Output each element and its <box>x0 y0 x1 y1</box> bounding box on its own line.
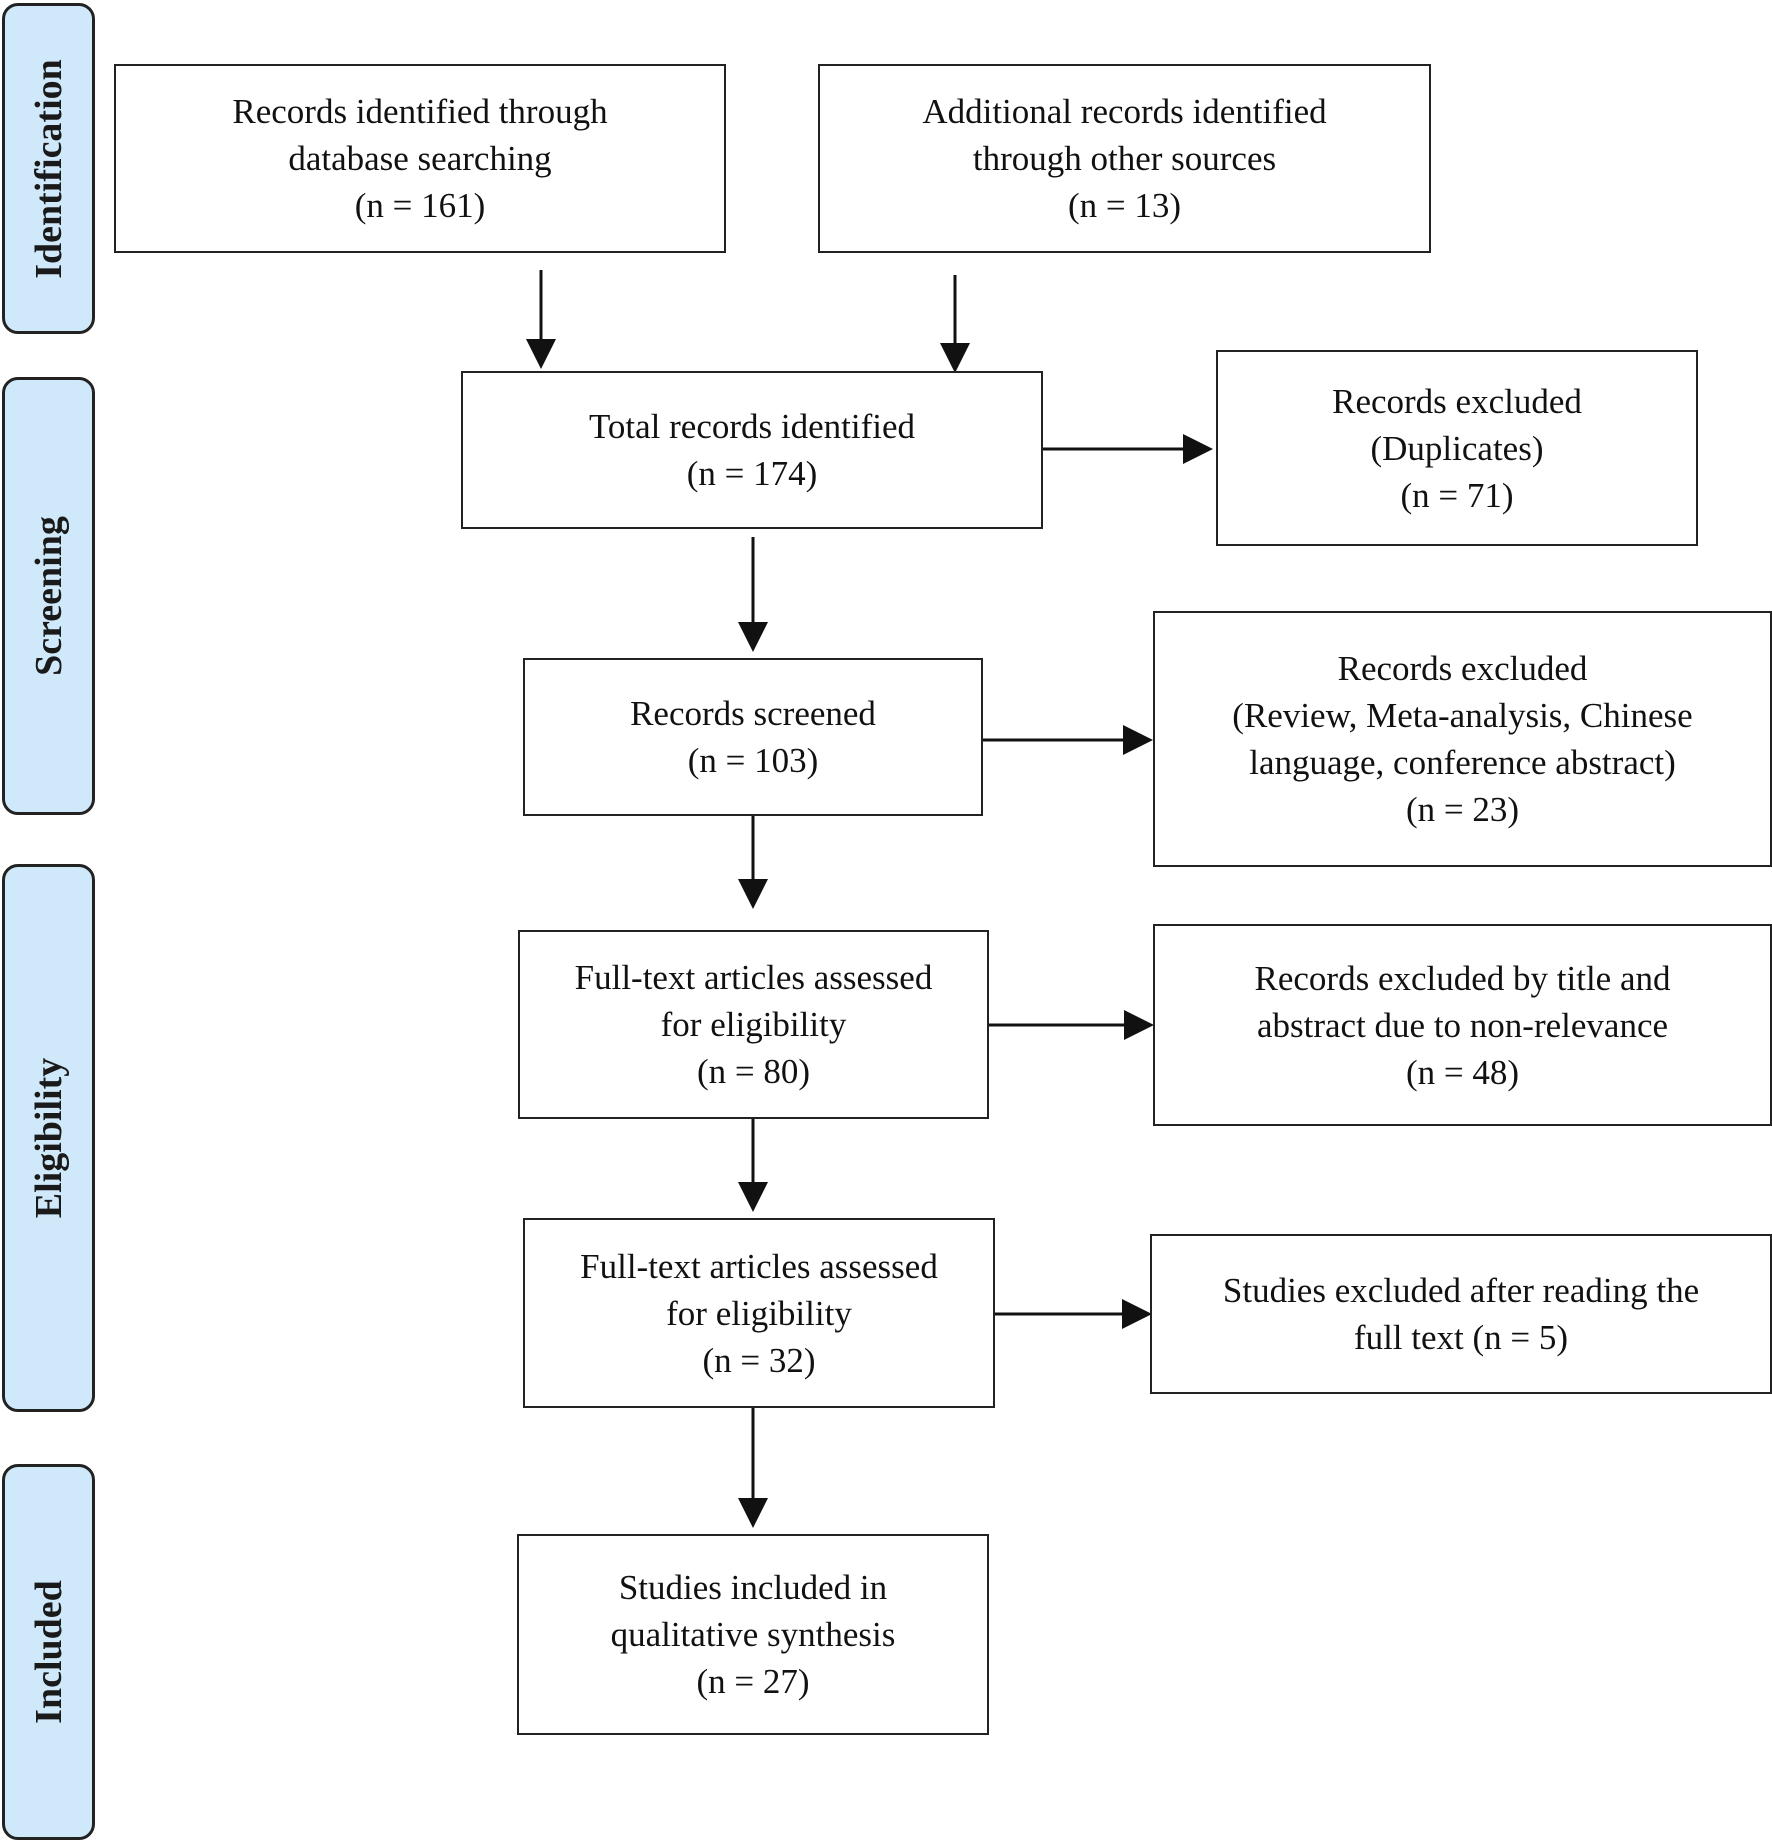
box-other-sources: Additional records identified through ot… <box>818 64 1431 253</box>
box-fulltext-excluded-line1: Studies excluded after reading the <box>1222 1271 1700 1310</box>
phase-eligibility: Eligibility <box>2 864 95 1412</box>
box-total-records: Total records identified (n = 174) <box>461 371 1043 529</box>
box-fulltext80-line1: Full-text articles assessed <box>574 958 933 997</box>
box-excluded-title-abstract: Records excluded by title and abstract d… <box>1153 924 1772 1126</box>
box-duplicates-count: (n = 71) <box>1400 475 1514 515</box>
box-other-count: (n = 13) <box>1067 186 1182 225</box>
phase-identification: Identification <box>2 3 95 334</box>
box-fulltext32-line1: Full-text articles assessed <box>580 1246 938 1286</box>
box-fulltext80-count: (n = 80) <box>696 1052 811 1091</box>
box-title-line1: Records excluded by title and <box>1254 958 1671 998</box>
box-excluded-review: Records excluded (Review, Meta-analysis,… <box>1153 611 1772 867</box>
box-fulltext-assessed-32: Full-text articles assessed for eligibil… <box>523 1218 995 1408</box>
phase-screening: Screening <box>2 377 95 815</box>
box-records-screened: Records screened (n = 103) <box>523 658 983 816</box>
box-included-count: (n = 27) <box>696 1662 810 1701</box>
box-database-count: (n = 161) <box>354 186 486 225</box>
box-screened-count: (n = 103) <box>687 741 819 780</box>
box-fulltext32-line2: for eligibility <box>666 1293 852 1333</box>
box-fulltext-assessed-80: Full-text articles assessed for eligibil… <box>518 930 989 1119</box>
box-included-line2: qualitative synthesis <box>610 1615 896 1654</box>
box-fulltext80-line2: for eligibility <box>660 1005 847 1044</box>
box-total-count: (n = 174) <box>686 454 818 493</box>
box-database-line1: Records identified through <box>232 92 608 131</box>
box-total-line1: Total records identified <box>588 407 916 446</box>
box-review-line3: language, conference abstract) <box>1249 743 1676 782</box>
box-excluded-fulltext: Studies excluded after reading the full … <box>1150 1234 1772 1394</box>
box-included-line1: Studies included in <box>618 1568 888 1607</box>
box-other-line2: through other sources <box>972 139 1277 178</box>
box-title-line2: abstract due to non-relevance <box>1256 1005 1669 1045</box>
box-database-records: Records identified through database sear… <box>114 64 726 253</box>
box-other-line1: Additional records identified <box>922 92 1327 131</box>
box-title-count: (n = 48) <box>1405 1052 1520 1092</box>
box-review-line2: (Review, Meta-analysis, Chinese <box>1232 696 1693 735</box>
box-fulltext-excluded-line2: full text (n = 5) <box>1353 1318 1569 1357</box>
box-studies-included: Studies included in qualitative synthesi… <box>517 1534 989 1735</box>
box-duplicates-line2: (Duplicates) <box>1370 428 1544 468</box>
phase-included: Included <box>2 1464 95 1840</box>
box-screened-line1: Records screened <box>630 694 876 733</box>
box-review-count: (n = 23) <box>1405 790 1520 829</box>
box-fulltext32-count: (n = 32) <box>702 1340 816 1380</box>
box-database-line2: database searching <box>288 139 552 178</box>
box-duplicates-line1: Records excluded <box>1332 381 1582 421</box>
box-review-line1: Records excluded <box>1337 649 1588 688</box>
box-excluded-duplicates: Records excluded (Duplicates) (n = 71) <box>1216 350 1698 546</box>
